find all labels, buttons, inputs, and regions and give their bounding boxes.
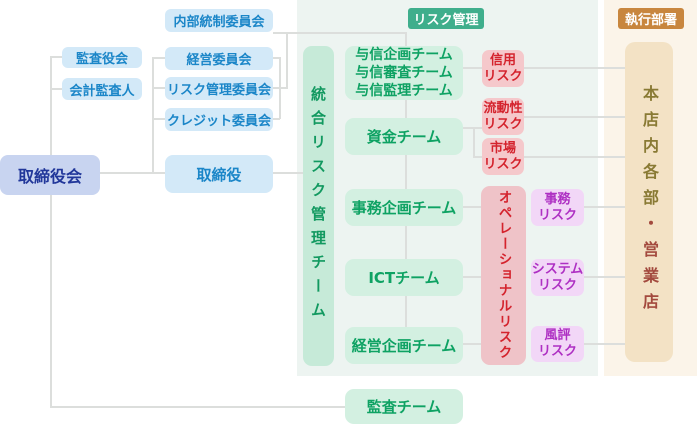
risk-management-badge: リスク管理 [408, 8, 484, 29]
connector-line [50, 56, 52, 155]
liquidity-risk-line1: 流動性 [483, 100, 523, 116]
market-risk-box: 市場 リスク [482, 138, 524, 175]
branches-label: ・営業店 [640, 215, 659, 319]
credit-risk-line1: 信用 [489, 52, 516, 68]
connector-line [153, 118, 165, 120]
reputation-risk-line2: リスク [537, 344, 577, 359]
risk-management-committee-box: リスク管理委員会 [165, 77, 273, 100]
connector-line [100, 172, 165, 174]
integrated-risk-team-box: 統合リスク管理チーム [303, 46, 334, 366]
board-of-directors-box: 取締役会 [0, 155, 100, 195]
credit-committee-box: クレジット委員会 [165, 108, 273, 131]
credit-screening-team-label: 与信審査チーム [355, 65, 453, 81]
connector-line [463, 67, 482, 69]
system-risk-line2: リスク [537, 277, 577, 293]
audit-team-box: 監査チーム [345, 389, 463, 424]
connector-line [524, 116, 625, 118]
connector-line [463, 276, 481, 278]
corporate-planning-team-box: 経営企画チーム [345, 327, 463, 364]
connector-line [463, 127, 482, 129]
market-risk-line1: 市場 [489, 140, 516, 156]
connector-line [279, 57, 281, 119]
connector-line [273, 57, 280, 59]
connector-line [50, 88, 62, 90]
head-office-branches-box: 本店内各部・営業店 [625, 42, 673, 362]
ict-team-box: ICTチーム [345, 259, 463, 296]
internal-control-committee-box: 内部統制委員会 [165, 9, 273, 32]
connector-line [473, 156, 482, 158]
audit-board-box: 監査役会 [62, 47, 142, 68]
connector-line [273, 118, 280, 120]
operational-risk-box: オペレーショナルリスク [481, 186, 526, 365]
connector-line [273, 32, 407, 34]
accounting-auditor-box: 会計監査人 [62, 78, 142, 100]
management-committee-box: 経営委員会 [165, 47, 273, 70]
connector-line [153, 57, 165, 59]
liquidity-risk-line2: リスク [483, 116, 523, 132]
credit-administration-team-label: 与信監理チーム [355, 83, 453, 99]
admin-risk-box: 事務 リスク [531, 189, 584, 226]
connector-line [524, 156, 625, 158]
admin-planning-team-box: 事務企画チーム [345, 189, 463, 226]
credit-risk-box: 信用 リスク [482, 50, 524, 87]
credit-teams-box: 与信企画チーム 与信審査チーム 与信監理チーム [345, 46, 463, 100]
connector-line [584, 206, 625, 208]
reputation-risk-line1: 風評 [544, 328, 571, 343]
connector-line [50, 56, 62, 58]
reputation-risk-box: 風評 リスク [531, 326, 584, 362]
connector-line [286, 33, 288, 89]
funds-team-box: 資金チーム [345, 118, 463, 155]
credit-risk-line2: リスク [483, 68, 523, 84]
connector-line [273, 172, 303, 174]
directors-box: 取締役 [165, 155, 273, 193]
connector-line [153, 87, 165, 89]
admin-risk-line1: 事務 [544, 191, 571, 207]
connector-line [152, 57, 154, 174]
connector-line [463, 343, 481, 345]
connector-line [584, 276, 625, 278]
connector-line [50, 406, 347, 408]
connector-line [50, 195, 52, 408]
market-risk-line2: リスク [483, 156, 523, 172]
connector-line [473, 127, 475, 158]
executive-departments-badge: 執行部署 [618, 8, 684, 29]
liquidity-risk-box: 流動性 リスク [482, 98, 524, 135]
connector-line [463, 206, 481, 208]
credit-planning-team-label: 与信企画チーム [355, 47, 453, 63]
connector-line [524, 67, 625, 69]
admin-risk-line2: リスク [537, 207, 577, 223]
head-office-label: 本店内各部 [640, 85, 659, 215]
system-risk-box: システム リスク [531, 259, 584, 296]
system-risk-line1: システム [531, 261, 584, 277]
connector-line [584, 343, 625, 345]
